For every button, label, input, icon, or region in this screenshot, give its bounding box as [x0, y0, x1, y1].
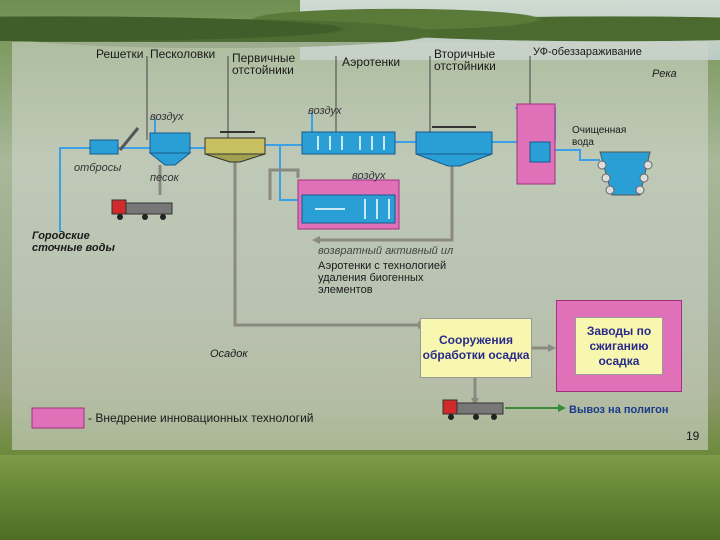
label-primary: Первичные отстойники [232, 51, 296, 77]
incineration-highlight: Заводы по сжиганию осадка [556, 300, 682, 392]
arrow-incin [548, 344, 556, 352]
secondary-tank [415, 131, 493, 155]
uv-unit [529, 141, 551, 163]
legend-text: - Внедрение инновационных технологий [88, 411, 314, 425]
label-screens: Решетки [96, 47, 144, 61]
flow-uv-river [552, 149, 600, 161]
label-waste: отбросы [74, 162, 122, 174]
label-sand-traps: Песколовки [150, 47, 216, 61]
arrow-truck [471, 398, 479, 406]
label-air-3: воздух [352, 170, 386, 182]
primary-cone [204, 153, 266, 163]
incineration-box: Заводы по сжиганию осадка [575, 317, 663, 375]
truck-waste-icon [111, 199, 173, 220]
label-city-wastewater: Городские сточные воды [32, 230, 115, 254]
arrow-landfill [558, 404, 566, 412]
secondary-cone [415, 153, 493, 167]
aerotank [301, 131, 396, 155]
legend-swatch [31, 407, 85, 429]
label-landfill: Вывоз на полигон [569, 404, 669, 416]
truck-landfill-icon [442, 399, 504, 420]
inflow-line [59, 147, 90, 232]
label-aerotanks: Аэротенки [342, 55, 401, 69]
label-treated-water: Очищенная вода [572, 125, 627, 148]
primary-tank [204, 137, 266, 155]
label-river: Река [652, 68, 677, 80]
screen-box [89, 139, 119, 155]
label-air-2: воздух [308, 105, 342, 117]
sand-hopper [148, 152, 192, 166]
label-return-sludge: возвратный активный ил [318, 245, 454, 257]
sediment-line [233, 160, 420, 327]
grass-field [0, 455, 720, 540]
bnr-bypass [268, 168, 300, 200]
sand-trap [149, 132, 191, 154]
sludge-treatment-box: Сооружения обработки осадка [420, 318, 532, 378]
screen-rake [118, 127, 140, 151]
trees [0, 0, 720, 48]
label-uv: УФ-обеззараживание [533, 46, 642, 58]
arrow-return [312, 236, 320, 244]
flow-to-bnr [279, 145, 302, 201]
label-secondary: Вторичные отстойники [434, 47, 496, 73]
return-sludge-line [320, 165, 454, 242]
label-sediment: Осадок [210, 348, 248, 360]
label-sand: песок [150, 172, 179, 184]
label-air-1: воздух [150, 111, 184, 123]
page-number: 19 [686, 429, 700, 443]
label-bnr: Аэротенки с технологией удаления биогенн… [318, 260, 447, 296]
